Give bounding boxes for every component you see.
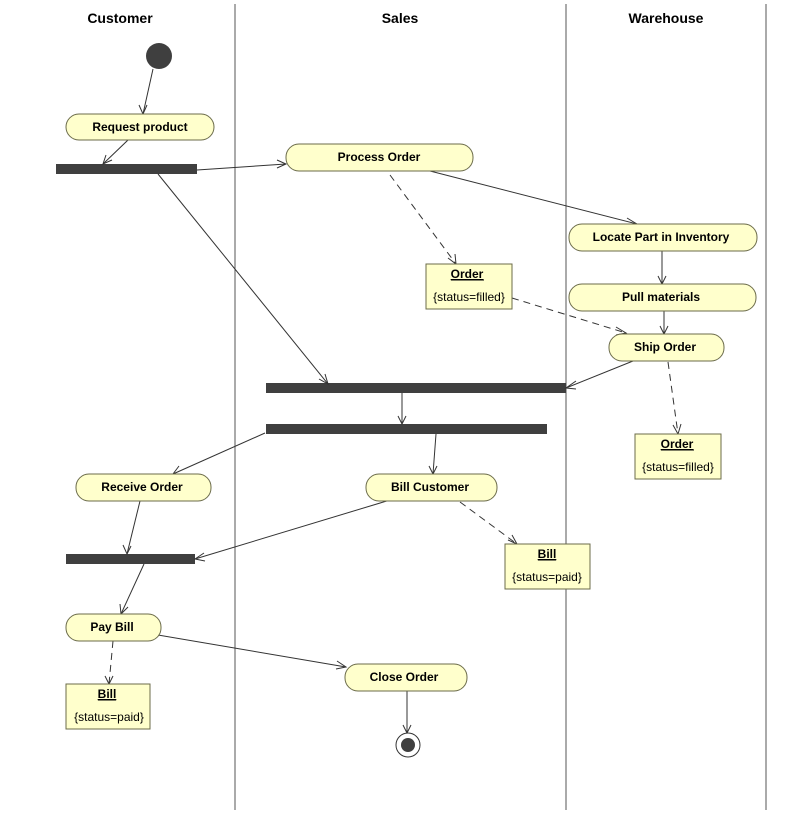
object-bill-sales-name: Bill — [538, 547, 557, 561]
object-order-sales: Order {status=filled} — [425, 263, 513, 310]
objflow-billcustomer-bill — [459, 501, 518, 545]
object-bill-sales: Bill {status=paid} — [504, 543, 591, 590]
activity-ship-order-label: Ship Order — [634, 340, 696, 354]
object-order-sales-name: Order — [451, 267, 484, 281]
flow-ship-join — [565, 360, 634, 389]
object-order-warehouse-state: {status=filled} — [642, 460, 714, 474]
flow-fork-receive — [172, 432, 266, 475]
activity-close-order-label: Close Order — [370, 670, 439, 684]
lane-title-warehouse: Warehouse — [629, 10, 704, 26]
flow-paybill-close — [157, 634, 347, 668]
activity-ship-order: Ship Order — [608, 333, 725, 362]
flow-process-locate — [429, 170, 638, 225]
final-node — [395, 732, 421, 758]
join-bar-2 — [66, 554, 195, 564]
initial-node — [146, 43, 172, 69]
object-bill-customer: Bill {status=paid} — [65, 683, 151, 730]
objflow-process-order — [389, 174, 457, 265]
objflow-ship-order — [667, 361, 679, 435]
flow-bill-join — [194, 499, 391, 560]
activity-pull-materials-label: Pull materials — [622, 290, 700, 304]
activity-request-product: Request product — [65, 113, 215, 141]
object-bill-customer-name: Bill — [98, 687, 117, 701]
activity-locate-part-label: Locate Part in Inventory — [593, 230, 730, 244]
object-bill-customer-state: {status=paid} — [74, 710, 144, 724]
activity-pull-materials: Pull materials — [568, 283, 757, 312]
join-bar-1 — [266, 383, 566, 393]
lane-title-sales: Sales — [382, 10, 419, 26]
activity-receive-order: Receive Order — [75, 473, 212, 502]
lane-title-customer: Customer — [87, 10, 153, 26]
activity-process-order: Process Order — [285, 143, 474, 172]
activity-close-order: Close Order — [344, 663, 468, 692]
object-order-warehouse: Order {status=filled} — [634, 433, 722, 480]
object-bill-sales-state: {status=paid} — [512, 570, 582, 584]
object-order-sales-state: {status=filled} — [433, 290, 505, 304]
activity-bill-customer-label: Bill Customer — [391, 480, 469, 494]
activity-locate-part: Locate Part in Inventory — [568, 223, 758, 252]
object-order-warehouse-name: Order — [661, 437, 694, 451]
activity-pay-bill: Pay Bill — [65, 613, 162, 642]
flow-request-fork — [102, 139, 129, 165]
activity-receive-order-label: Receive Order — [101, 480, 183, 494]
flow-fork-bill — [432, 433, 437, 475]
flow-start-request — [142, 68, 154, 115]
activity-request-product-label: Request product — [92, 120, 187, 134]
objflow-order-ship — [511, 297, 627, 334]
activity-pay-bill-label: Pay Bill — [90, 620, 133, 634]
flow-receive-join — [126, 500, 141, 555]
flow-fork-process — [196, 163, 287, 171]
fork-bar-2 — [266, 424, 547, 434]
flow-join-paybill — [120, 563, 145, 615]
activity-process-order-label: Process Order — [338, 150, 421, 164]
flow-fork-join — [157, 173, 329, 385]
fork-bar-1 — [56, 164, 197, 174]
activity-bill-customer: Bill Customer — [365, 473, 498, 502]
